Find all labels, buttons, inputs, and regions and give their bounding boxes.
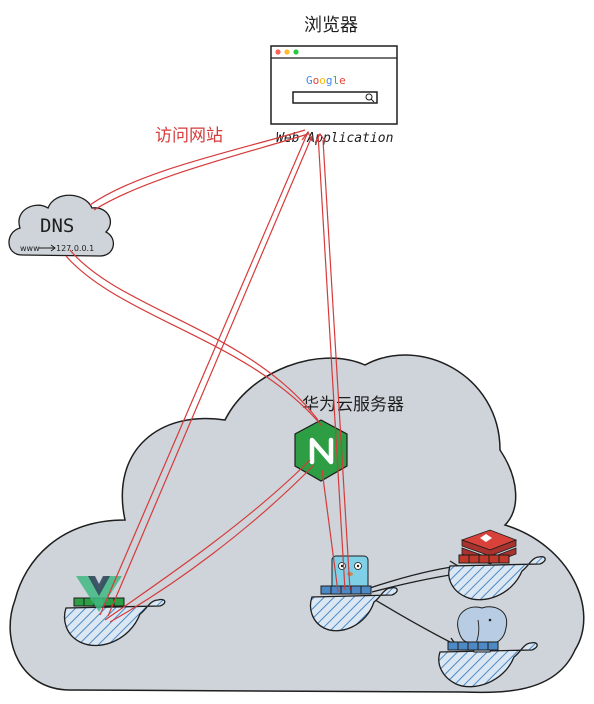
dns-cloud: DNS www 127.0.0.1 xyxy=(8,194,114,257)
docker-whale-frontend xyxy=(63,576,166,647)
visit-website-label: 访问网站 xyxy=(155,126,223,146)
search-icon xyxy=(365,93,373,101)
line-browser-backend-2 xyxy=(322,139,351,591)
link-backend-postgres xyxy=(371,597,457,646)
line-browser-backend xyxy=(317,133,346,591)
google-letter: e xyxy=(339,74,346,87)
dns-record-from: www xyxy=(20,244,40,253)
google-letter: o xyxy=(319,74,326,87)
line-nginx-frontend xyxy=(104,459,311,621)
huawei-cloud-shape xyxy=(9,354,585,694)
line-dns-nginx-2 xyxy=(65,255,323,427)
search-box[interactable] xyxy=(292,91,378,104)
line-nginx-backend xyxy=(321,469,339,593)
window-minimize-dot xyxy=(284,49,290,55)
google-letter: g xyxy=(326,74,333,87)
google-logo: Google xyxy=(306,74,346,87)
dns-title: DNS xyxy=(40,215,74,237)
arrowhead-browser-2 xyxy=(314,132,327,144)
dns-record-to: 127.0.0.1 xyxy=(56,244,94,253)
window-maximize-dot xyxy=(293,49,299,55)
google-letter: o xyxy=(313,74,320,87)
window-close-dot xyxy=(275,49,281,55)
nginx-icon xyxy=(294,419,348,482)
line-nginx-frontend-2 xyxy=(109,464,315,623)
google-letter: l xyxy=(333,74,340,87)
docker-whale-backend xyxy=(309,555,398,632)
line-browser-frontend-2 xyxy=(107,135,313,617)
go-gopher-icon xyxy=(331,555,369,591)
line-dns-nginx xyxy=(69,249,319,421)
google-letter: G xyxy=(306,74,313,87)
docker-whale-redis xyxy=(448,529,546,601)
line-browser-dns xyxy=(89,129,306,206)
vue-icon xyxy=(76,576,122,612)
line-browser-frontend xyxy=(99,131,309,616)
browser-window: 浏览器 Google Web Application xyxy=(270,15,398,146)
browser-title: 浏览器 xyxy=(304,15,358,36)
arrowhead-browser xyxy=(301,130,313,142)
request-lines xyxy=(65,129,351,623)
line-browser-dns-2 xyxy=(93,133,309,211)
docker-whale-postgres xyxy=(438,606,538,688)
cloud-label: 华为云服务器 xyxy=(302,395,404,415)
